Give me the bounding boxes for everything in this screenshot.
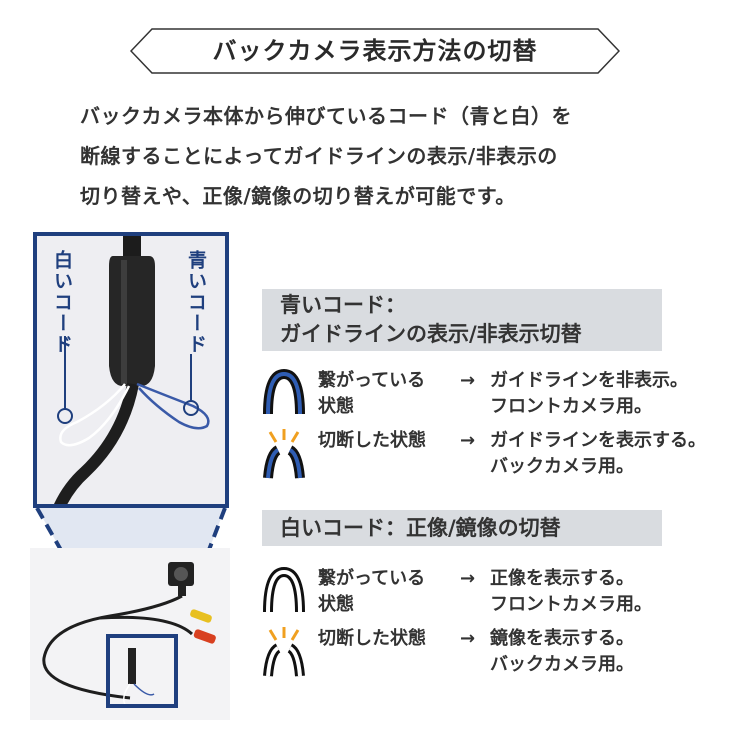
blue-connected-wire-icon — [263, 368, 305, 415]
state-line: 状態 — [318, 594, 354, 615]
state-line: 繋がっている — [318, 568, 426, 589]
state-label: 繋がっている 状態 — [318, 566, 425, 618]
blue-connected-row: 繋がっている 状態 → ガイドラインを非表示。 フロントカメラ用。 — [262, 368, 750, 428]
blue-cord-label: 青いコード — [185, 250, 207, 355]
blue-cord-header-line2: ガイドラインの表示/非表示切替 — [280, 322, 582, 346]
blue-cut-row: 切断した状態 → ガイドラインを表示する。 バックカメラ用。 — [262, 428, 750, 488]
result-line: 正像を表示する。 — [490, 568, 634, 589]
result-label: ガイドラインを非表示。 フロントカメラ用。 — [490, 368, 688, 420]
state-line: 切断した状態 — [318, 628, 426, 649]
arrow-icon: → — [460, 370, 476, 391]
state-line: 切断した状態 — [318, 430, 426, 451]
white-connected-row: 繋がっている 状態 → 正像を表示する。 フロントカメラ用。 — [262, 566, 750, 626]
result-line: フロントカメラ用。 — [490, 594, 652, 615]
result-label: ガイドラインを表示する。 バックカメラ用。 — [490, 428, 706, 480]
intro-line: 切り替えや、正像/鏡像の切り替えが可能です。 — [80, 184, 516, 208]
camera-cable-photo: 白いコード 青いコード — [0, 0, 240, 750]
title-banner-frame — [130, 28, 620, 74]
state-label: 切断した状態 — [318, 626, 426, 652]
white-cut-row: 切断した状態 → 鏡像を表示する。 バックカメラ用。 — [262, 626, 750, 686]
state-line: 状態 — [318, 396, 354, 417]
arrow-icon: → — [460, 430, 476, 451]
state-label: 繋がっている 状態 — [318, 368, 425, 420]
state-label: 切断した状態 — [318, 428, 426, 454]
result-line: バックカメラ用。 — [490, 456, 634, 477]
result-line: ガイドラインを非表示。 — [490, 370, 688, 391]
intro-paragraph: バックカメラ本体から伸びているコード（青と白）を 断線することによってガイドライ… — [80, 96, 680, 216]
blue-cord-section-header: 青いコード： ガイドラインの表示/非表示切替 — [262, 289, 662, 351]
intro-line: バックカメラ本体から伸びているコード（青と白）を — [80, 104, 572, 128]
arrow-icon: → — [460, 628, 476, 649]
white-connected-wire-icon — [263, 566, 305, 613]
result-label: 鏡像を表示する。 バックカメラ用。 — [490, 626, 634, 678]
cable-closeup-drawing — [37, 236, 225, 504]
white-cord-label: 白いコード — [51, 250, 73, 355]
arrow-icon: → — [460, 568, 476, 589]
blue-cut-wire-icon — [263, 429, 305, 479]
result-line: フロントカメラ用。 — [490, 396, 652, 417]
state-line: 繋がっている — [318, 370, 426, 391]
result-label: 正像を表示する。 フロントカメラ用。 — [490, 566, 652, 618]
page-title: バックカメラ表示方法の切替 — [212, 37, 538, 65]
result-line: バックカメラ用。 — [490, 654, 634, 675]
result-line: 鏡像を表示する。 — [490, 628, 634, 649]
cable-closeup: 白いコード 青いコード — [33, 232, 229, 508]
closeup-marker-box — [106, 634, 178, 708]
title-banner: バックカメラ表示方法の切替 — [130, 28, 620, 74]
white-cord-section-header: 白いコード：正像/鏡像の切替 — [262, 510, 662, 546]
white-cut-wire-icon — [263, 627, 305, 677]
result-line: ガイドラインを表示する。 — [490, 430, 706, 451]
blue-cord-header-line1: 青いコード： — [280, 293, 406, 317]
intro-line: 断線することによってガイドラインの表示/非表示の — [80, 144, 558, 168]
